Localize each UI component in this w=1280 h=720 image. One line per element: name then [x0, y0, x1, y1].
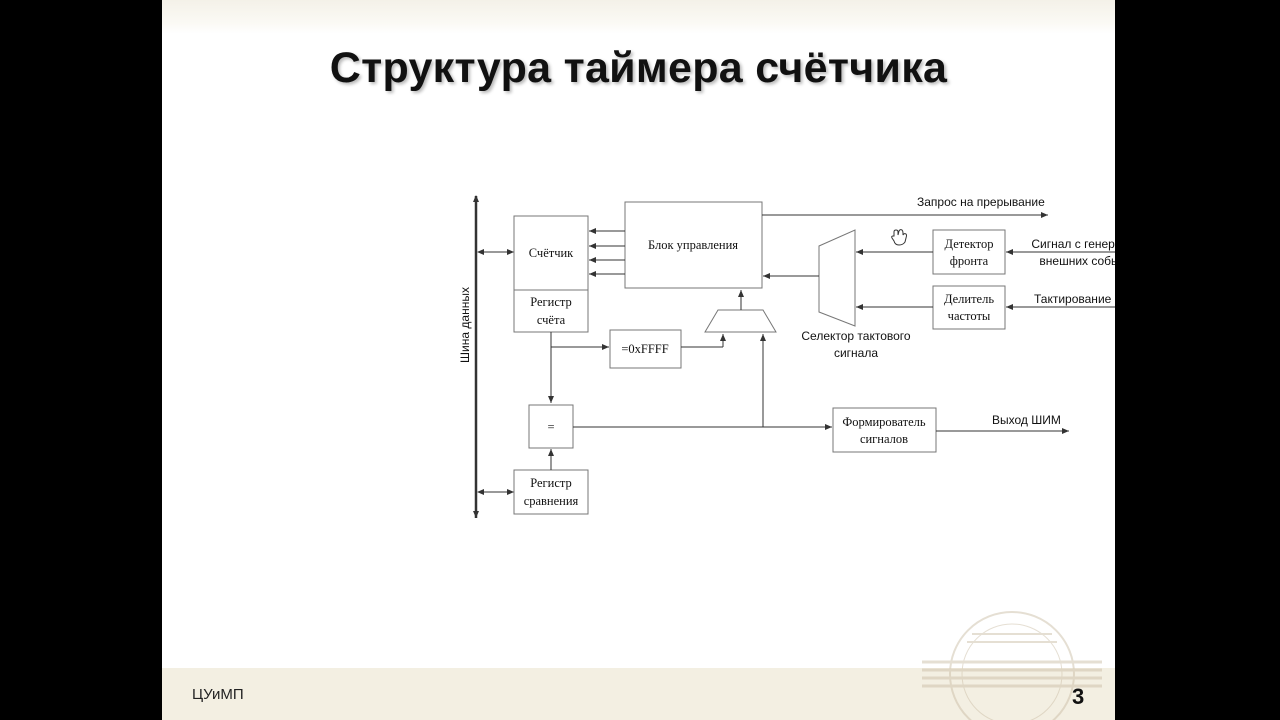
equality-comparator-label: =: [547, 420, 554, 434]
count-register-line1: Регистр: [530, 295, 572, 309]
interrupt-request-label: Запрос на прерывание: [917, 195, 1045, 209]
clock-selector-mux: [818, 229, 856, 327]
frequency-divider-box: [932, 285, 1006, 330]
compare-register-line1: Регистр: [530, 476, 572, 490]
external-events-line2: внешних событий: [1039, 254, 1115, 268]
edge-detector-line1: Детектор: [945, 237, 994, 251]
data-bus-label: Шина данных: [458, 287, 472, 363]
slide: Структура таймера счётчика Шина данных С…: [162, 0, 1115, 720]
external-events-line1: Сигнал с генератора: [1031, 237, 1115, 251]
signal-former-box: [832, 407, 937, 453]
ffff-comparator-box: [609, 329, 682, 369]
frequency-divider-line2: частоты: [948, 309, 991, 323]
slide-title: Структура таймера счётчика: [329, 44, 948, 92]
page-number: 3: [1072, 684, 1085, 709]
selector-label-line1: Селектор тактового: [801, 329, 911, 343]
counter-box: [513, 215, 589, 333]
lower-mux: [704, 309, 777, 333]
edge-detector-line2: фронта: [950, 254, 989, 268]
signal-former-line2: сигналов: [860, 432, 908, 446]
counter-label: Счётчик: [529, 246, 574, 260]
slide-top-band: [162, 0, 1115, 34]
mk-clock-label: Тактирование МК: [1034, 292, 1115, 306]
slide-bottom-band: [162, 668, 1115, 720]
footer-label: ЦУиМП: [192, 686, 244, 703]
compare-register-box: [513, 469, 589, 515]
frequency-divider-line1: Делитель: [944, 292, 994, 306]
selector-label-line2: сигнала: [834, 346, 878, 360]
control-block: [624, 201, 763, 289]
count-register-line2: счёта: [537, 313, 566, 327]
equality-comparator-box: [528, 404, 574, 449]
control-block-label: Блок управления: [648, 238, 738, 252]
pwm-output-label: Выход ШИМ: [992, 413, 1061, 427]
university-seal-watermark: [922, 611, 1102, 720]
signal-former-line1: Формирователь: [842, 415, 925, 429]
compare-register-line2: сравнения: [524, 494, 579, 508]
timer-structure-diagram: Шина данных Счётчик Регистр счёта Блок у…: [458, 195, 1115, 518]
hand-cursor-icon: [891, 229, 907, 246]
ffff-comparator-label: =0xFFFF: [621, 342, 668, 356]
